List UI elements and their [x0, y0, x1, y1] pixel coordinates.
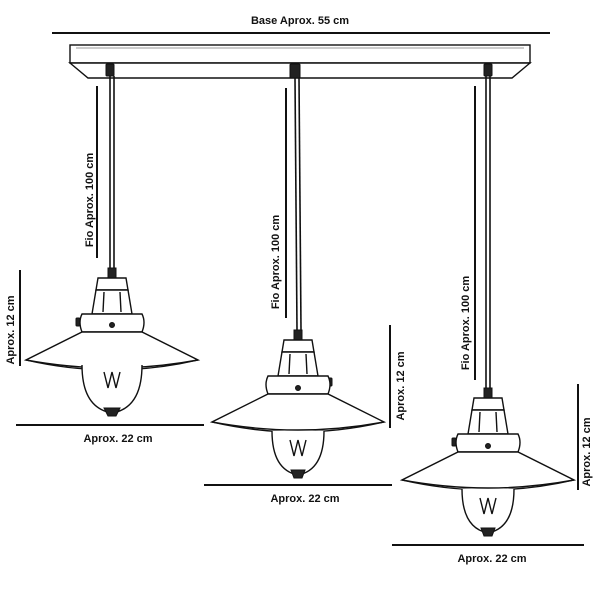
- cord-dimensions: Fio Aprox. 100 cm Fio Aprox. 100 cm Fio …: [84, 86, 476, 380]
- height-1-label: Aprox. 12 cm: [5, 295, 17, 364]
- lamp-3-cord-grip: [483, 387, 493, 399]
- cord-2: [294, 77, 298, 331]
- width-3-label: Aprox. 22 cm: [457, 553, 526, 565]
- pendant-lamp-2: [209, 329, 387, 479]
- width-2-label: Aprox. 22 cm: [270, 493, 339, 505]
- pendant-lamp-3: [399, 387, 577, 537]
- cords: [109, 76, 491, 388]
- lamp-2-cord-grip: [293, 329, 303, 341]
- lamp-2-glass: [271, 430, 325, 476]
- lamp-3-socket: [467, 409, 509, 435]
- base-width-label: Base Aprox. 55 cm: [251, 15, 349, 27]
- canopy-nut-2: [289, 63, 301, 79]
- width-1-label: Aprox. 22 cm: [83, 433, 152, 445]
- lamp-1-shade: [23, 331, 201, 369]
- lamp-1-cord-grip: [107, 267, 117, 279]
- base-dimension: Base Aprox. 55 cm: [52, 15, 550, 34]
- lamp-3-shade: [399, 451, 577, 489]
- canopy-nut-3: [483, 63, 493, 77]
- cord-1-label: Fio Aprox. 100 cm: [84, 153, 96, 248]
- height-dimensions: Aprox. 12 cm Aprox. 12 cm Aprox. 12 cm: [5, 270, 593, 490]
- canopy-nut-1: [105, 63, 115, 77]
- lamp-1-socket: [91, 289, 133, 315]
- width-dimensions: Aprox. 22 cm Aprox. 22 cm Aprox. 22 cm: [16, 424, 584, 565]
- ceiling-base: [68, 44, 532, 79]
- lamp-3-glass: [461, 488, 515, 534]
- cord-3-label: Fio Aprox. 100 cm: [460, 276, 472, 371]
- cord-2-label: Fio Aprox. 100 cm: [270, 215, 282, 310]
- lamp-2-shade: [209, 393, 387, 431]
- height-3-label: Aprox. 12 cm: [581, 417, 593, 486]
- height-2-label: Aprox. 12 cm: [395, 351, 407, 420]
- lamp-2-socket: [277, 351, 319, 377]
- pendant-lamp-1: [23, 267, 201, 417]
